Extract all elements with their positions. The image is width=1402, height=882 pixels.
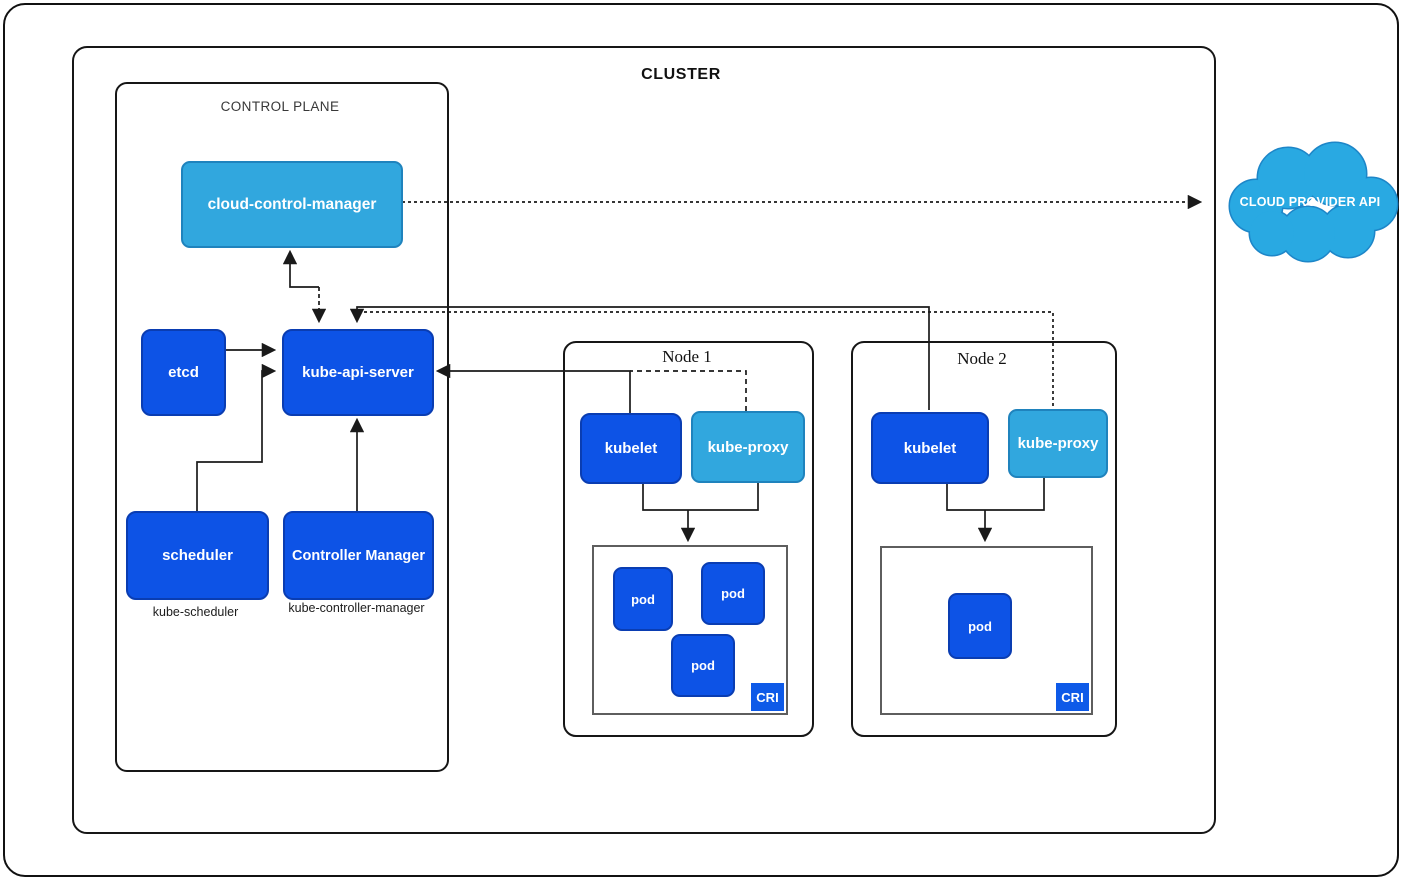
controller-manager-caption: kube-controller-manager [288, 601, 425, 615]
node-2-kube-proxy-box: kube-proxy [1008, 409, 1108, 478]
scheduler-box: scheduler [126, 511, 269, 600]
node-1-kube-proxy-box: kube-proxy [691, 411, 805, 483]
pod-box: pod [613, 567, 673, 631]
cluster-label: CLUSTER [641, 66, 721, 83]
node-2-pods-container [880, 546, 1093, 715]
cloud-provider-api-shape [1228, 141, 1399, 263]
cri-badge: CRI [751, 683, 784, 711]
page-border [3, 3, 1399, 877]
node-2-label: Node 2 [957, 349, 1007, 368]
node-2-kubelet-box: kubelet [871, 412, 989, 484]
node-1-pods-container [592, 545, 788, 715]
node-1-label: Node 1 [662, 347, 712, 366]
etcd-box: etcd [141, 329, 226, 416]
pod-box: pod [701, 562, 765, 625]
cri-badge: CRI [1056, 683, 1089, 711]
node-1-kubelet-box: kubelet [580, 413, 682, 484]
controller-manager-box: Controller Manager [283, 511, 434, 600]
kube-api-server-box: kube-api-server [282, 329, 434, 416]
pod-box: pod [948, 593, 1012, 659]
control-plane-label: CONTROL PLANE [220, 99, 340, 114]
cloud-control-manager-box: cloud-control-manager [181, 161, 403, 248]
cluster-frame [72, 46, 1216, 834]
scheduler-caption: kube-scheduler [152, 605, 239, 619]
control-plane-frame [115, 82, 449, 772]
pod-box: pod [671, 634, 735, 697]
cloud-provider-api-label: CLOUD PROVIDER API [1239, 195, 1381, 209]
